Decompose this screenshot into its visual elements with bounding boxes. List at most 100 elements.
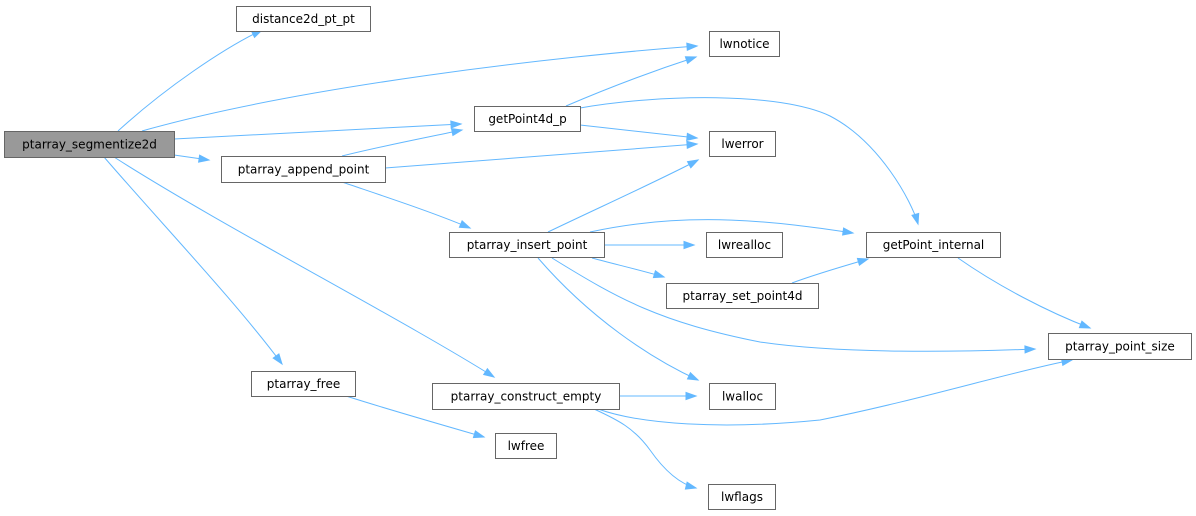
edge-ptarray_insert_point-to-getPoint_internal	[589, 219, 855, 236]
node-label: lwfree	[508, 439, 545, 453]
node-label: lwalloc	[722, 390, 763, 404]
node-lwflags[interactable]: lwflags	[708, 484, 776, 510]
edge-line	[547, 159, 699, 233]
node-box	[866, 232, 1001, 258]
node-lwerror[interactable]: lwerror	[709, 131, 776, 157]
node-getPoint4d_p[interactable]: getPoint4d_p	[474, 106, 581, 132]
edge-getPoint4d_p-to-getPoint_internal	[579, 97, 920, 226]
node-label: getPoint4d_p	[488, 112, 566, 126]
edge-line	[565, 56, 697, 107]
node-lwnotice[interactable]: lwnotice	[709, 31, 780, 57]
node-box	[236, 6, 371, 32]
arrowhead	[911, 212, 920, 226]
node-box	[221, 156, 386, 183]
edge-line	[579, 97, 919, 225]
node-ptarray_set_point4d[interactable]: ptarray_set_point4d	[666, 283, 819, 309]
edge-line	[579, 124, 698, 139]
edge-ptarray_segmentize2d-to-distance2d_pt_pt	[117, 29, 264, 132]
arrowhead	[198, 154, 211, 163]
edge-ptarray_set_point4d-to-getPoint_internal	[791, 257, 870, 284]
arrowhead	[856, 257, 870, 267]
edge-line	[103, 156, 283, 365]
node-box	[4, 131, 175, 158]
node-box	[706, 232, 783, 258]
edge-line	[117, 29, 263, 132]
edge-line	[341, 181, 471, 229]
edge-line	[341, 129, 463, 157]
edge-ptarray_free-to-lwfree	[345, 395, 486, 439]
node-label: ptarray_segmentize2d	[22, 138, 157, 152]
node-label: ptarray_insert_point	[467, 238, 588, 252]
arrowhead	[686, 132, 699, 142]
arrowhead	[1024, 345, 1037, 354]
node-ptarray_point_size[interactable]: ptarray_point_size	[1048, 333, 1192, 360]
node-label: lwrealloc	[718, 238, 771, 252]
node-ptarray_append_point[interactable]: ptarray_append_point	[221, 156, 386, 183]
node-box	[432, 383, 620, 410]
edge-line	[141, 45, 698, 132]
edge-ptarray_construct_empty-to-ptarray_point_size	[597, 357, 1074, 426]
node-ptarray_free[interactable]: ptarray_free	[251, 371, 356, 397]
edge-ptarray_append_point-to-getPoint4d_p	[341, 128, 464, 157]
node-box	[709, 383, 776, 410]
node-box	[708, 484, 776, 510]
edge-line	[384, 143, 698, 169]
edge-getPoint4d_p-to-lwnotice	[565, 56, 698, 107]
edge-ptarray_append_point-to-lwerror	[384, 140, 699, 169]
node-label: lwflags	[721, 490, 763, 504]
node-box	[666, 283, 819, 309]
edge-line	[537, 257, 699, 381]
node-box	[495, 433, 557, 459]
node-box	[449, 232, 605, 258]
node-label: ptarray_point_size	[1065, 340, 1175, 354]
arrowhead	[652, 269, 666, 279]
arrowhead	[458, 220, 472, 229]
call-graph-nodes: ptarray_segmentize2d distance2d_pt_ptlwno…	[4, 6, 1192, 510]
edge-ptarray_segmentize2d-to-ptarray_free	[103, 156, 283, 366]
edge-ptarray_segmentize2d-to-ptarray_construct_empty	[113, 156, 496, 378]
edge-ptarray_segmentize2d-to-ptarray_append_point	[173, 154, 211, 163]
node-label: getPoint_internal	[883, 238, 985, 252]
arrowhead	[450, 128, 464, 137]
edge-line	[597, 359, 1073, 426]
node-ptarray_insert_point[interactable]: ptarray_insert_point	[449, 232, 605, 258]
arrowhead	[684, 56, 698, 65]
edge-ptarray_insert_point-to-lwrealloc	[604, 240, 696, 250]
node-label: lwerror	[721, 137, 763, 151]
node-label: ptarray_free	[267, 377, 340, 391]
node-distance2d_pt_pt[interactable]: distance2d_pt_pt	[236, 6, 371, 32]
arrowhead	[482, 367, 496, 378]
node-label: lwnotice	[719, 37, 769, 51]
edge-line	[551, 257, 1036, 352]
node-ptarray_construct_empty[interactable]: ptarray_construct_empty	[432, 383, 620, 410]
edge-ptarray_insert_point-to-lwalloc	[537, 257, 700, 381]
edge-getPoint_internal-to-ptarray_point_size	[957, 257, 1092, 329]
edge-ptarray_insert_point-to-lwerror	[547, 159, 700, 233]
arrowhead	[450, 120, 463, 129]
arrowhead	[683, 240, 696, 250]
node-ptarray_segmentize2d[interactable]: ptarray_segmentize2d	[4, 131, 175, 158]
arrowhead	[472, 430, 486, 439]
node-box	[709, 131, 776, 157]
edge-line	[957, 257, 1091, 329]
node-label: distance2d_pt_pt	[252, 12, 355, 26]
arrowhead	[272, 353, 283, 366]
node-lwfree[interactable]: lwfree	[495, 433, 557, 459]
node-box	[474, 106, 581, 132]
node-getPoint_internal[interactable]: getPoint_internal	[866, 232, 1001, 258]
arrowhead	[686, 371, 700, 381]
edge-line	[593, 408, 697, 489]
call-graph-edges	[103, 29, 1092, 490]
node-label: ptarray_append_point	[238, 163, 370, 177]
arrowhead	[686, 42, 699, 51]
node-box	[709, 31, 780, 57]
edge-line	[589, 219, 854, 234]
edge-ptarray_construct_empty-to-lwalloc	[619, 391, 698, 401]
node-lwrealloc[interactable]: lwrealloc	[706, 232, 783, 258]
node-lwalloc[interactable]: lwalloc	[709, 383, 776, 410]
edge-ptarray_insert_point-to-ptarray_point_size	[551, 257, 1037, 354]
edge-ptarray_insert_point-to-ptarray_set_point4d	[591, 257, 666, 279]
arrowhead	[686, 140, 699, 150]
edge-ptarray_construct_empty-to-lwflags	[593, 408, 698, 490]
